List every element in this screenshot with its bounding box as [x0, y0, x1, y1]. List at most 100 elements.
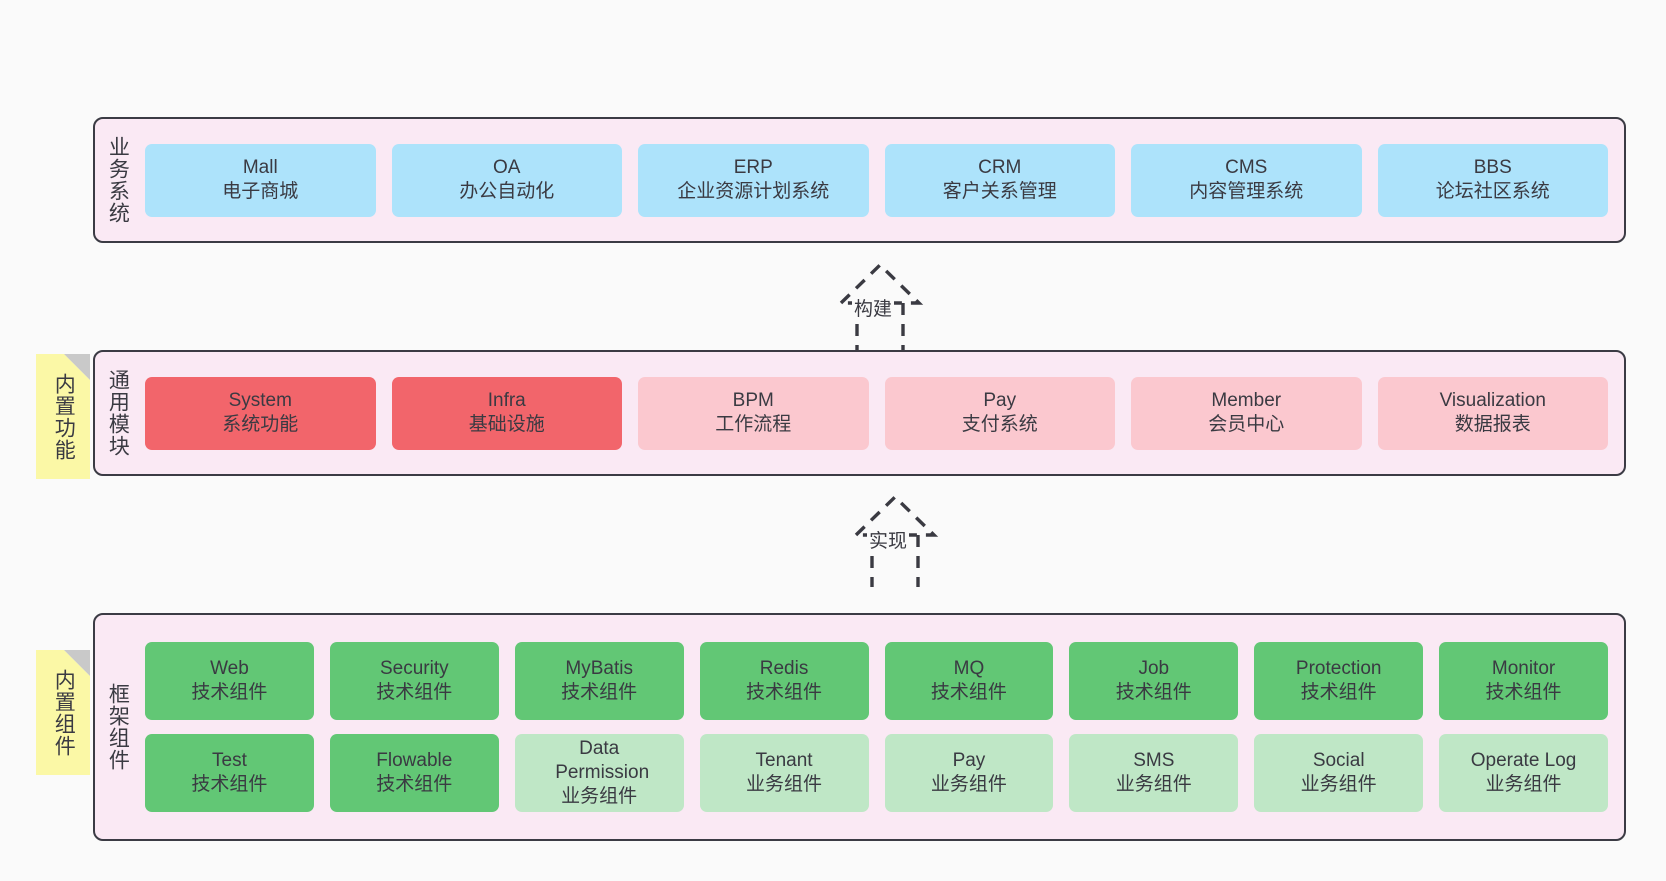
- card-title: Data Permission: [555, 738, 650, 784]
- card-subtitle: 办公自动化: [459, 181, 555, 202]
- layer-title-common-modules: 通用模块: [106, 369, 130, 457]
- card-operate-log[interactable]: Operate Log 业务组件: [1439, 734, 1608, 812]
- card-bpm[interactable]: BPM 工作流程: [638, 376, 869, 450]
- layer-body-common-modules: System 系统功能 Infra 基础设施 BPM 工作流程 Pay 支付系统…: [139, 352, 1624, 474]
- card-bbs[interactable]: BBS 论坛社区系统: [1377, 143, 1608, 217]
- layer-body-framework-components: Web 技术组件 Security 技术组件 MyBatis 技术组件 Redi…: [139, 615, 1624, 839]
- card-title: Flowable: [376, 750, 453, 772]
- note-text: 内置组件: [52, 668, 76, 757]
- card-redis[interactable]: Redis 技术组件: [699, 642, 869, 720]
- card-mybatis[interactable]: MyBatis 技术组件: [514, 642, 684, 720]
- card-title: Monitor: [1491, 658, 1556, 680]
- card-security[interactable]: Security 技术组件: [329, 642, 499, 720]
- card-title: SMS: [1133, 750, 1175, 772]
- card-subtitle: 业务组件: [561, 785, 638, 807]
- card-subtitle: 数据报表: [1454, 414, 1531, 435]
- card-visualization[interactable]: Visualization 数据报表: [1377, 376, 1608, 450]
- layer-business-systems: 业务系统 Mall 电子商城 OA 办公自动化 ERP 企业资源计划系统 CRM…: [93, 117, 1626, 243]
- card-infra[interactable]: Infra 基础设施: [391, 376, 622, 450]
- card-title: Redis: [759, 658, 809, 680]
- connector-implement-label: 实现: [867, 526, 910, 553]
- card-crm[interactable]: CRM 客户关系管理: [884, 143, 1115, 217]
- card-title: Pay: [952, 750, 986, 772]
- card-subtitle: 系统功能: [222, 414, 299, 435]
- card-title: Job: [1138, 658, 1170, 680]
- card-title: MQ: [953, 658, 985, 680]
- card-mq[interactable]: MQ 技术组件: [884, 642, 1054, 720]
- card-data-permission[interactable]: Data Permission 业务组件: [514, 734, 684, 812]
- layer-row: Web 技术组件 Security 技术组件 MyBatis 技术组件 Redi…: [145, 642, 1608, 720]
- layer-common-modules: 通用模块 System 系统功能 Infra 基础设施 BPM 工作流程 Pay…: [93, 350, 1626, 476]
- card-sms[interactable]: SMS 业务组件: [1069, 734, 1239, 812]
- card-title: Test: [212, 750, 247, 772]
- card-title: OA: [493, 157, 521, 179]
- card-title: CRM: [978, 157, 1022, 179]
- card-oa[interactable]: OA 办公自动化: [391, 143, 622, 217]
- card-subtitle: 会员中心: [1208, 414, 1285, 435]
- card-monitor[interactable]: Monitor 技术组件: [1439, 642, 1608, 720]
- card-subtitle: 工作流程: [715, 414, 792, 435]
- layer-framework-components: 框架组件 Web 技术组件 Security 技术组件 MyBatis 技术组件…: [93, 613, 1626, 841]
- connector-implement: 实现: [795, 490, 955, 590]
- card-subtitle: 技术组件: [1485, 682, 1562, 703]
- card-subtitle: 技术组件: [376, 682, 453, 703]
- card-subtitle: 电子商城: [222, 181, 299, 202]
- card-subtitle: 技术组件: [1300, 682, 1377, 703]
- card-subtitle: 业务组件: [1485, 774, 1562, 795]
- card-title: Web: [210, 658, 249, 680]
- card-system[interactable]: System 系统功能: [145, 376, 376, 450]
- card-title: Visualization: [1439, 390, 1546, 412]
- card-title: Social: [1312, 750, 1365, 772]
- card-title: Infra: [487, 390, 526, 412]
- layer-title-business-systems: 业务系统: [106, 136, 130, 224]
- card-tenant[interactable]: Tenant 业务组件: [699, 734, 869, 812]
- card-web[interactable]: Web 技术组件: [145, 642, 314, 720]
- card-title: Tenant: [755, 750, 813, 772]
- card-subtitle: 技术组件: [376, 774, 453, 795]
- layer-row: Test 技术组件 Flowable 技术组件 Data Permission …: [145, 734, 1608, 812]
- card-subtitle: 技术组件: [1115, 682, 1192, 703]
- layer-row: System 系统功能 Infra 基础设施 BPM 工作流程 Pay 支付系统…: [145, 376, 1608, 450]
- card-subtitle: 业务组件: [1115, 774, 1192, 795]
- card-title: ERP: [733, 157, 773, 179]
- note-builtin-components: 内置组件: [36, 650, 90, 775]
- connector-build: 构建: [780, 258, 940, 358]
- card-flowable[interactable]: Flowable 技术组件: [329, 734, 499, 812]
- card-test[interactable]: Test 技术组件: [145, 734, 314, 812]
- card-subtitle: 业务组件: [746, 774, 823, 795]
- connector-build-label: 构建: [852, 294, 895, 321]
- card-subtitle: 支付系统: [961, 414, 1038, 435]
- card-title: System: [228, 390, 292, 412]
- card-pay-component[interactable]: Pay 业务组件: [884, 734, 1054, 812]
- card-title: Security: [379, 658, 449, 680]
- card-protection[interactable]: Protection 技术组件: [1254, 642, 1424, 720]
- note-text: 内置功能: [52, 372, 76, 461]
- card-social[interactable]: Social 业务组件: [1254, 734, 1424, 812]
- card-job[interactable]: Job 技术组件: [1069, 642, 1239, 720]
- card-title: CMS: [1225, 157, 1268, 179]
- card-subtitle: 论坛社区系统: [1435, 181, 1550, 202]
- card-subtitle: 技术组件: [191, 682, 268, 703]
- card-member[interactable]: Member 会员中心: [1131, 376, 1362, 450]
- card-title: BBS: [1473, 157, 1512, 179]
- card-title: Pay: [983, 390, 1017, 412]
- card-subtitle: 基础设施: [468, 414, 545, 435]
- card-subtitle: 客户关系管理: [942, 181, 1057, 202]
- card-cms[interactable]: CMS 内容管理系统: [1131, 143, 1362, 217]
- card-title: Protection: [1295, 658, 1382, 680]
- card-title: Mall: [242, 157, 278, 179]
- card-title: Member: [1211, 390, 1282, 412]
- card-subtitle: 业务组件: [930, 774, 1007, 795]
- card-mall[interactable]: Mall 电子商城: [145, 143, 376, 217]
- card-subtitle: 技术组件: [930, 682, 1007, 703]
- card-subtitle: 技术组件: [561, 682, 638, 703]
- card-subtitle: 业务组件: [1300, 774, 1377, 795]
- card-pay[interactable]: Pay 支付系统: [884, 376, 1115, 450]
- card-erp[interactable]: ERP 企业资源计划系统: [638, 143, 869, 217]
- layer-title-framework-components: 框架组件: [106, 683, 130, 771]
- card-subtitle: 内容管理系统: [1189, 181, 1304, 202]
- card-subtitle: 技术组件: [191, 774, 268, 795]
- card-title: BPM: [732, 390, 774, 412]
- card-subtitle: 企业资源计划系统: [677, 181, 830, 202]
